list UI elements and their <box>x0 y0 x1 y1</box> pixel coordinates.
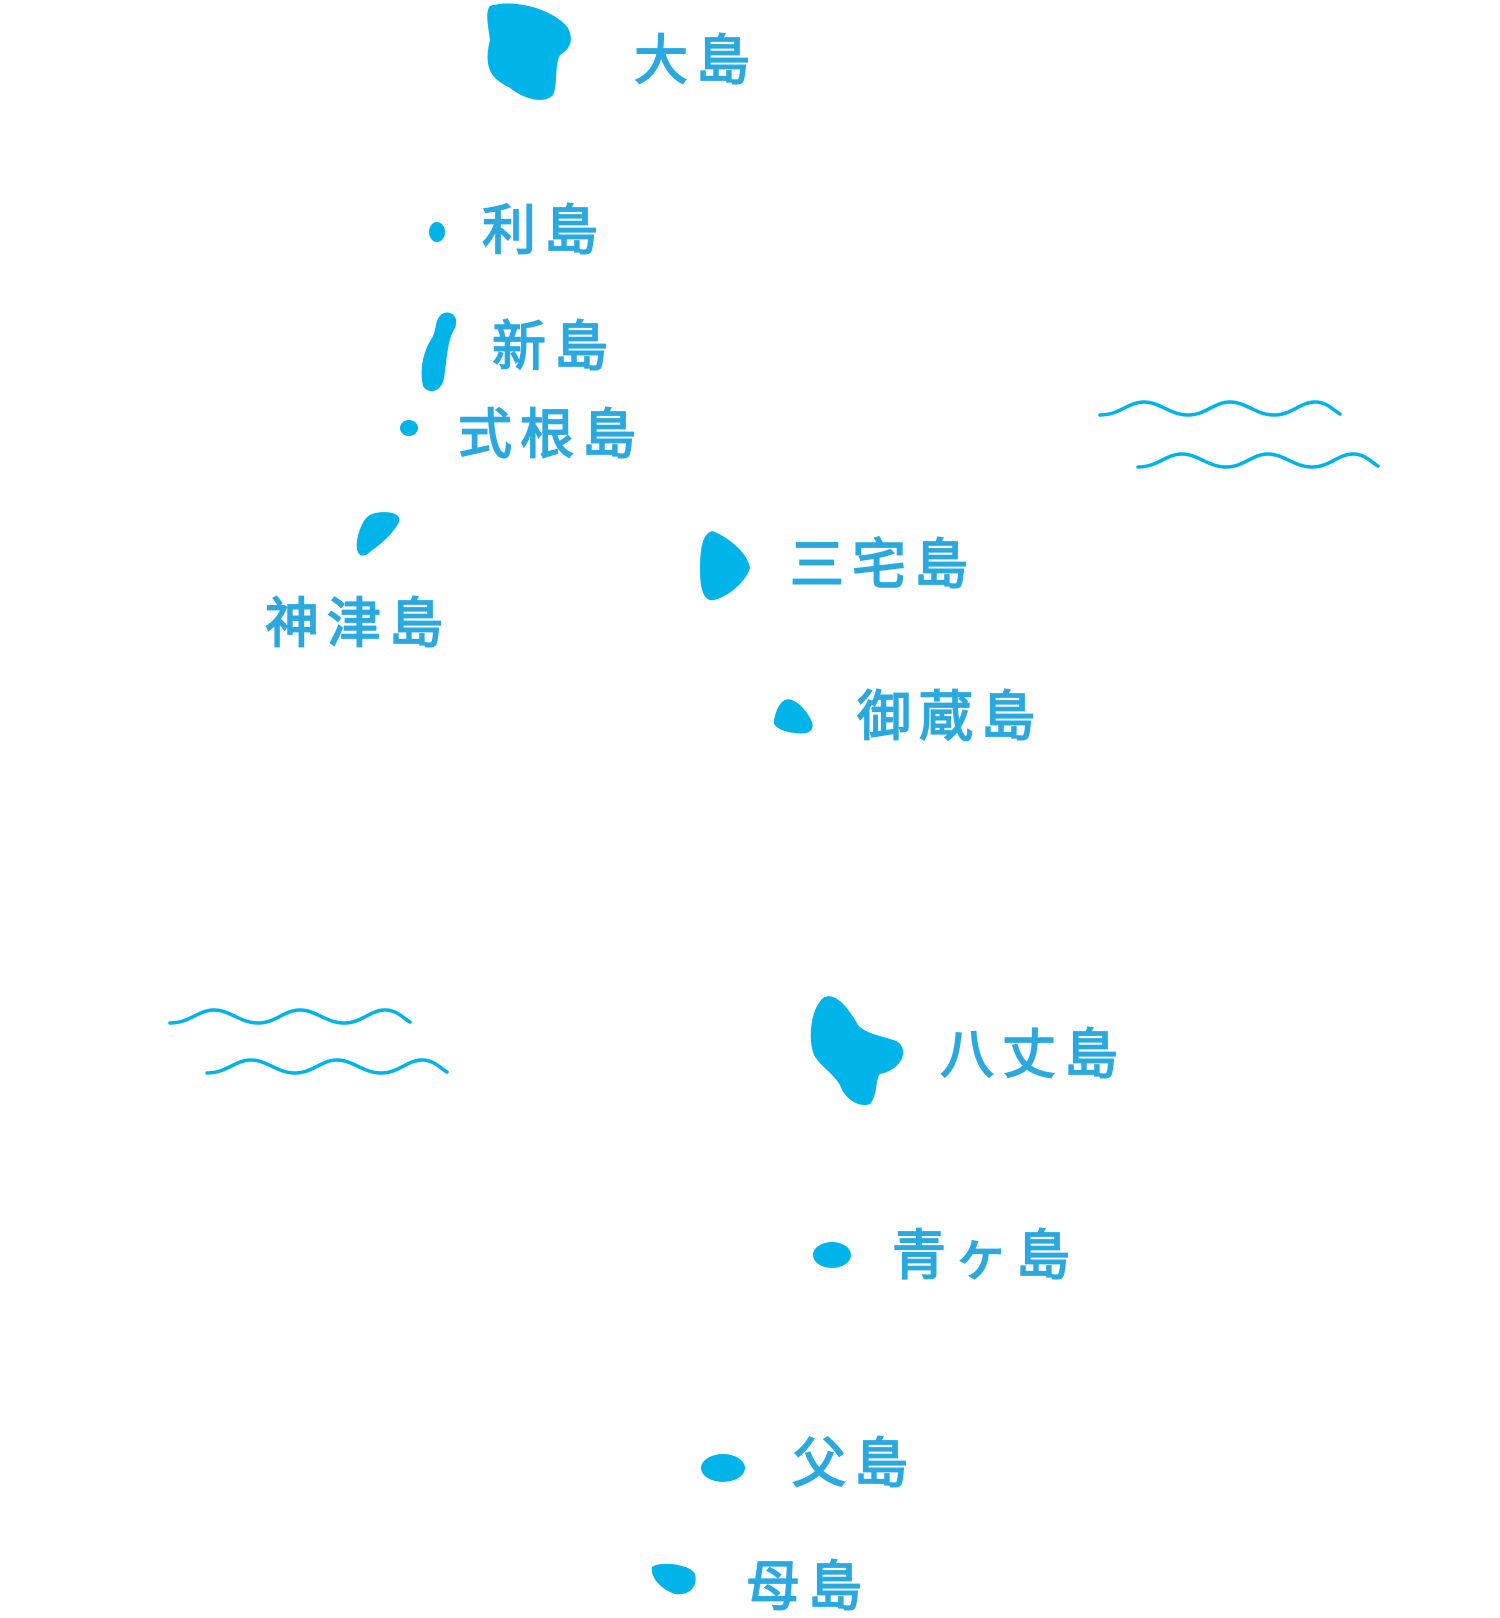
island-chichijima[interactable] <box>701 1454 745 1482</box>
island-shikinejima[interactable] <box>400 420 418 436</box>
label-mikurajima[interactable]: 御蔵島 <box>857 685 1043 748</box>
label-kozushima[interactable]: 神津島 <box>265 592 451 655</box>
label-miyakejima[interactable]: 三宅島 <box>790 533 976 596</box>
wave-line <box>1098 400 1342 417</box>
wave-decorations <box>168 400 1380 1075</box>
island-toshima[interactable] <box>429 222 445 242</box>
label-oshima[interactable]: 大島 <box>634 29 758 92</box>
island-aogashima[interactable] <box>813 1242 851 1268</box>
island-miyakejima[interactable] <box>700 531 750 601</box>
island-hachijojima[interactable] <box>810 996 904 1106</box>
wave-line <box>168 1008 412 1025</box>
island-kozushima[interactable] <box>356 512 400 556</box>
label-hachijojima[interactable]: 八丈島 <box>940 1023 1126 1086</box>
island-oshima[interactable] <box>487 3 571 100</box>
wave-line <box>205 1058 449 1075</box>
island-shapes <box>356 3 904 1595</box>
label-chichijima[interactable]: 父島 <box>792 1432 916 1495</box>
wave-line <box>1136 452 1380 469</box>
island-hahajima[interactable] <box>651 1563 696 1595</box>
label-hahajima[interactable]: 母島 <box>746 1555 870 1618</box>
label-niijima[interactable]: 新島 <box>492 315 616 378</box>
label-aogashima[interactable]: 青ヶ島 <box>892 1224 1078 1287</box>
label-toshima[interactable]: 利島 <box>482 199 606 262</box>
island-mikurajima[interactable] <box>773 699 813 734</box>
island-niijima[interactable] <box>421 312 457 392</box>
label-shikinejima[interactable]: 式根島 <box>458 403 644 466</box>
